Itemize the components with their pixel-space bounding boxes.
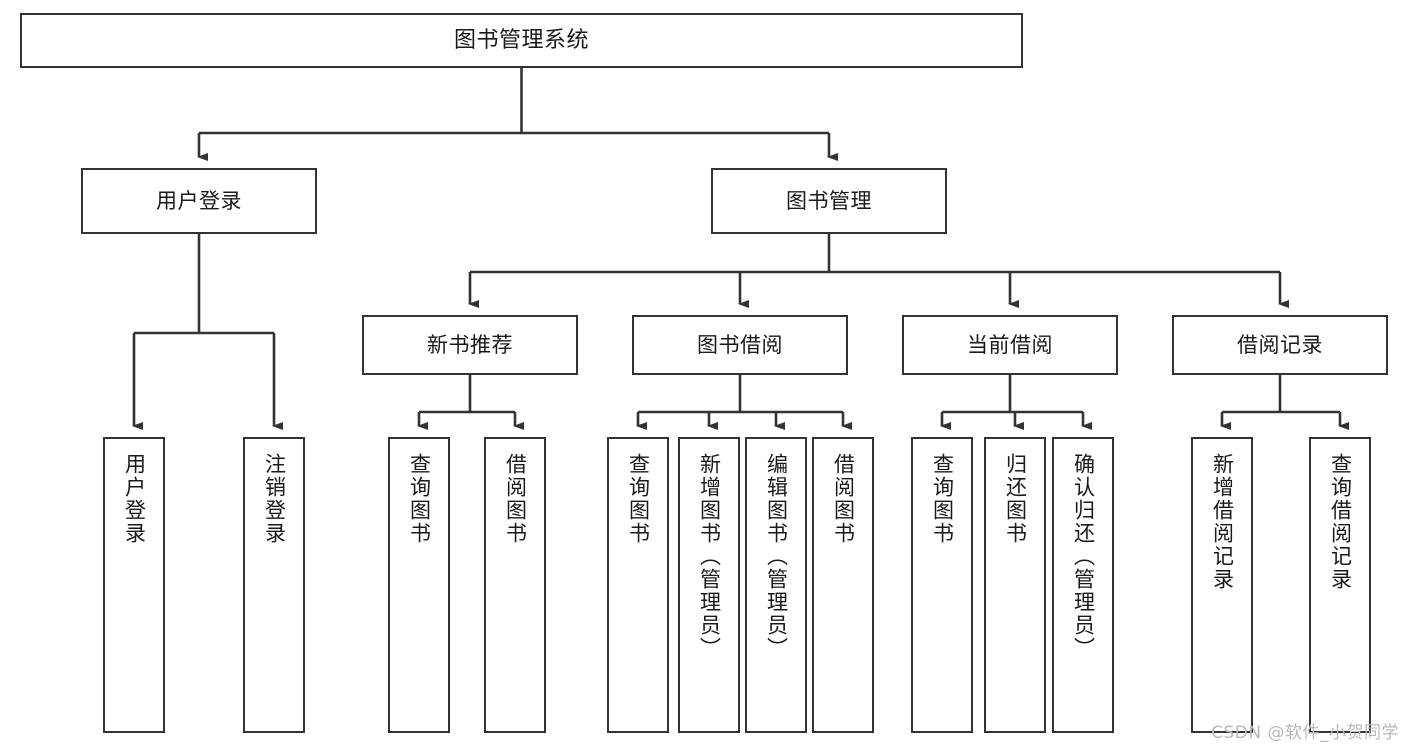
node-book-borrow[interactable]: 图书借阅 [632,315,848,375]
leaf-node-label: 查询图书 [930,453,955,545]
leaf-node[interactable]: 编辑图书（管理员） [745,437,807,733]
node-new-book-recommend[interactable]: 新书推荐 [362,315,578,375]
leaf-node-label: 注销登录 [262,453,287,545]
node-new-book-recommend-label: 新书推荐 [427,332,513,357]
leaf-node[interactable]: 查询图书 [388,437,450,733]
leaf-node-label: 借阅图书 [831,453,856,545]
node-root[interactable]: 图书管理系统 [20,13,1023,68]
leaf-node[interactable]: 查询图书 [911,437,973,733]
node-current-borrow-label: 当前借阅 [967,332,1053,357]
leaf-node-label: 确认归还（管理员） [1071,453,1096,660]
leaf-node[interactable]: 借阅图书 [812,437,874,733]
node-book-borrow-label: 图书借阅 [697,332,783,357]
node-current-borrow[interactable]: 当前借阅 [902,315,1118,375]
node-borrow-record-label: 借阅记录 [1237,332,1323,357]
leaf-node[interactable]: 用户登录 [103,437,165,733]
node-borrow-record[interactable]: 借阅记录 [1172,315,1388,375]
leaf-node[interactable]: 注销登录 [243,437,305,733]
leaf-node[interactable]: 借阅图书 [484,437,546,733]
leaf-node[interactable]: 新增图书（管理员） [678,437,740,733]
leaf-node-label: 新增借阅记录 [1210,453,1235,591]
leaf-node-label: 查询借阅记录 [1328,453,1353,591]
leaf-node[interactable]: 查询图书 [607,437,669,733]
leaf-node-label: 查询图书 [407,453,432,545]
leaf-node-label: 用户登录 [122,453,147,545]
leaf-node-label: 新增图书（管理员） [697,453,722,660]
leaf-node[interactable]: 归还图书 [984,437,1046,733]
leaf-node-label: 查询图书 [626,453,651,545]
node-root-label: 图书管理系统 [453,27,589,53]
leaf-node[interactable]: 确认归还（管理员） [1052,437,1114,733]
leaf-node-label: 归还图书 [1003,453,1028,545]
leaf-node-label: 借阅图书 [503,453,528,545]
leaf-node-label: 编辑图书（管理员） [764,453,789,660]
node-book-management[interactable]: 图书管理 [711,168,947,234]
leaf-node[interactable]: 查询借阅记录 [1309,437,1371,733]
node-book-management-label: 图书管理 [786,188,872,213]
node-user-login[interactable]: 用户登录 [81,168,317,234]
leaf-node[interactable]: 新增借阅记录 [1191,437,1253,733]
node-user-login-label: 用户登录 [156,188,242,213]
